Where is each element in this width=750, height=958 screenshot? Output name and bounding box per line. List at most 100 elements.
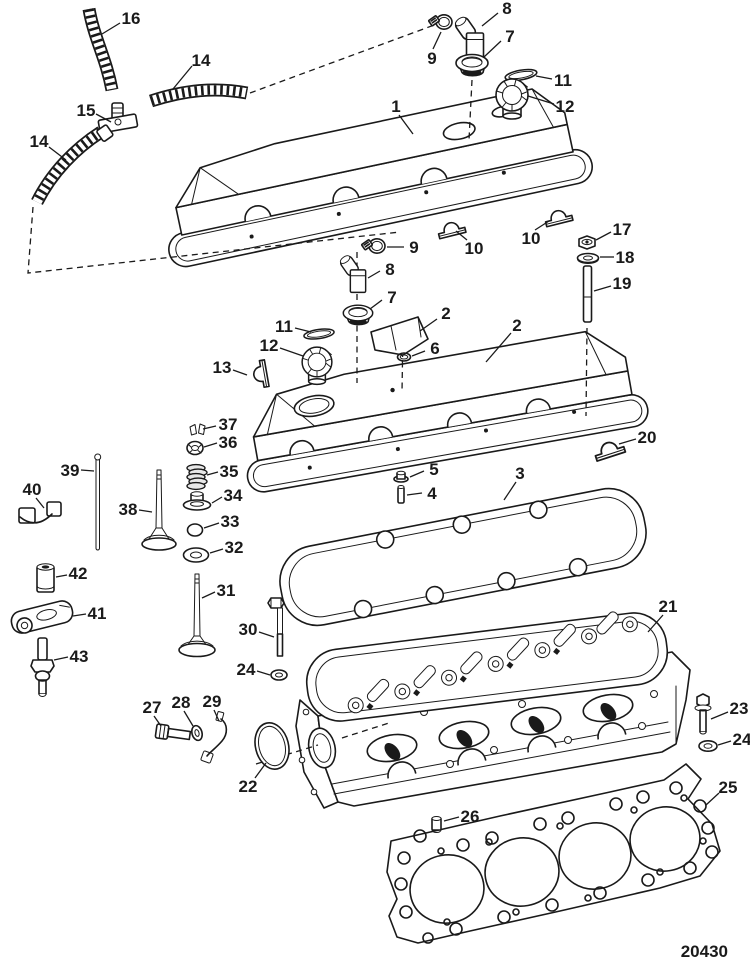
callout-leader-28: [183, 710, 194, 727]
callout-12: 12: [260, 336, 279, 355]
callout-11: 11: [554, 71, 572, 90]
callout-14: 14: [192, 51, 211, 70]
callout-leader-21: [647, 614, 664, 633]
washer-24-left: [270, 669, 288, 681]
callout-10: 10: [522, 229, 541, 248]
callout-leader-40: [35, 497, 45, 509]
callout-14: 14: [30, 132, 49, 151]
callout-21: 21: [659, 597, 678, 616]
callout-leader-42: [55, 574, 68, 578]
callout-leader-31: [201, 591, 216, 599]
callout-leader-13: [232, 369, 248, 376]
callout-leader-7: [483, 40, 502, 58]
callout-leader-37: [202, 425, 217, 430]
stud-4: [397, 485, 405, 504]
callout-leader-1: [398, 114, 414, 135]
callout-leader-12: [527, 95, 555, 105]
callout-leader-36: [203, 442, 218, 448]
callout-10: 10: [465, 239, 484, 258]
valve-spring-35: [186, 463, 208, 491]
head-gasket-25: [386, 763, 721, 944]
callout-leader-19: [593, 285, 612, 292]
cylinder-head-21: [295, 611, 691, 809]
callout-leader-38: [138, 509, 153, 513]
o-ring-11-lower: [302, 326, 336, 342]
callout-26: 26: [461, 807, 480, 826]
callout-16: 16: [122, 9, 141, 28]
callout-35: 35: [220, 462, 239, 481]
callout-leader-35: [206, 471, 219, 476]
callout-leader-11: [294, 327, 312, 333]
clip-13: [250, 358, 270, 390]
callout-24: 24: [237, 660, 256, 679]
callout-28: 28: [172, 693, 191, 712]
callout-leader-41: [72, 613, 87, 617]
callout-leader-26: [443, 816, 460, 822]
callout-2: 2: [441, 304, 450, 323]
valve-cover-1: [168, 88, 593, 268]
callout-13: 13: [213, 358, 232, 377]
lifting-hook-29: [200, 711, 228, 764]
callout-leader-30: [258, 631, 275, 638]
callout-leader-3: [503, 481, 517, 501]
callout-leader-8: [481, 12, 499, 27]
spring-shim-32: [182, 547, 210, 563]
callout-41: 41: [88, 604, 107, 623]
pushrod-guide-40: [18, 501, 62, 524]
callout-leader-10: [455, 230, 468, 241]
callout-17: 17: [613, 220, 632, 239]
callout-1: 1: [391, 97, 400, 116]
callout-leader-6: [411, 350, 426, 357]
valve-cover-gasket-3: [279, 487, 647, 627]
callout-7: 7: [387, 288, 396, 307]
washer-24-right: [698, 739, 718, 752]
callout-leader-14: [172, 65, 193, 90]
pivot-42: [36, 563, 55, 593]
callout-leader-24: [256, 670, 271, 676]
spring-cap-36: [186, 440, 204, 456]
tee-fitting-15: [96, 102, 139, 142]
elbow-fitting-8-upper: [452, 14, 485, 59]
callout-24: 24: [733, 730, 750, 749]
hose-clamp-9-upper: [427, 14, 453, 31]
callout-31: 31: [217, 581, 236, 600]
callout-15: 15: [77, 101, 96, 120]
callout-30: 30: [239, 620, 258, 639]
grommet-7-lower: [342, 304, 374, 326]
callout-leader-20: [618, 438, 637, 445]
callout-leader-33: [203, 522, 220, 529]
dowel-26: [431, 816, 442, 833]
nut-17: [578, 235, 596, 250]
callout-36: 36: [219, 433, 238, 452]
keepers-37: [189, 423, 206, 436]
vent-hose-14-upper: [149, 83, 249, 108]
callout-leader-34: [211, 496, 223, 504]
callout-leader-27: [153, 715, 162, 727]
elbow-fitting-8-lower: [337, 252, 367, 294]
callout-leader-15: [95, 113, 112, 123]
breather-hose-16: [82, 7, 119, 92]
nut-5: [393, 470, 409, 483]
valve-lock-33: [186, 523, 204, 537]
callout-37: 37: [219, 415, 238, 434]
washer-28: [190, 724, 204, 742]
callout-leader-12: [279, 347, 304, 357]
callout-leader-43: [53, 656, 69, 661]
callout-leader-5: [409, 470, 425, 478]
callout-leader-8: [367, 270, 381, 279]
callout-25: 25: [719, 778, 738, 797]
callout-33: 33: [221, 512, 240, 531]
callout-leader-9: [432, 31, 442, 50]
callout-42: 42: [69, 564, 88, 583]
callout-leader-10: [534, 220, 550, 231]
callout-leader-22: [254, 762, 267, 779]
callout-leader-29: [213, 709, 220, 722]
valve-31: [178, 573, 216, 658]
vent-hose-14-lower: [31, 126, 105, 206]
callout-6: 6: [430, 339, 439, 358]
callout-38: 38: [119, 500, 138, 519]
callout-leader-23: [710, 711, 729, 720]
callout-7: 7: [505, 27, 514, 46]
callout-leader-39: [80, 469, 95, 472]
